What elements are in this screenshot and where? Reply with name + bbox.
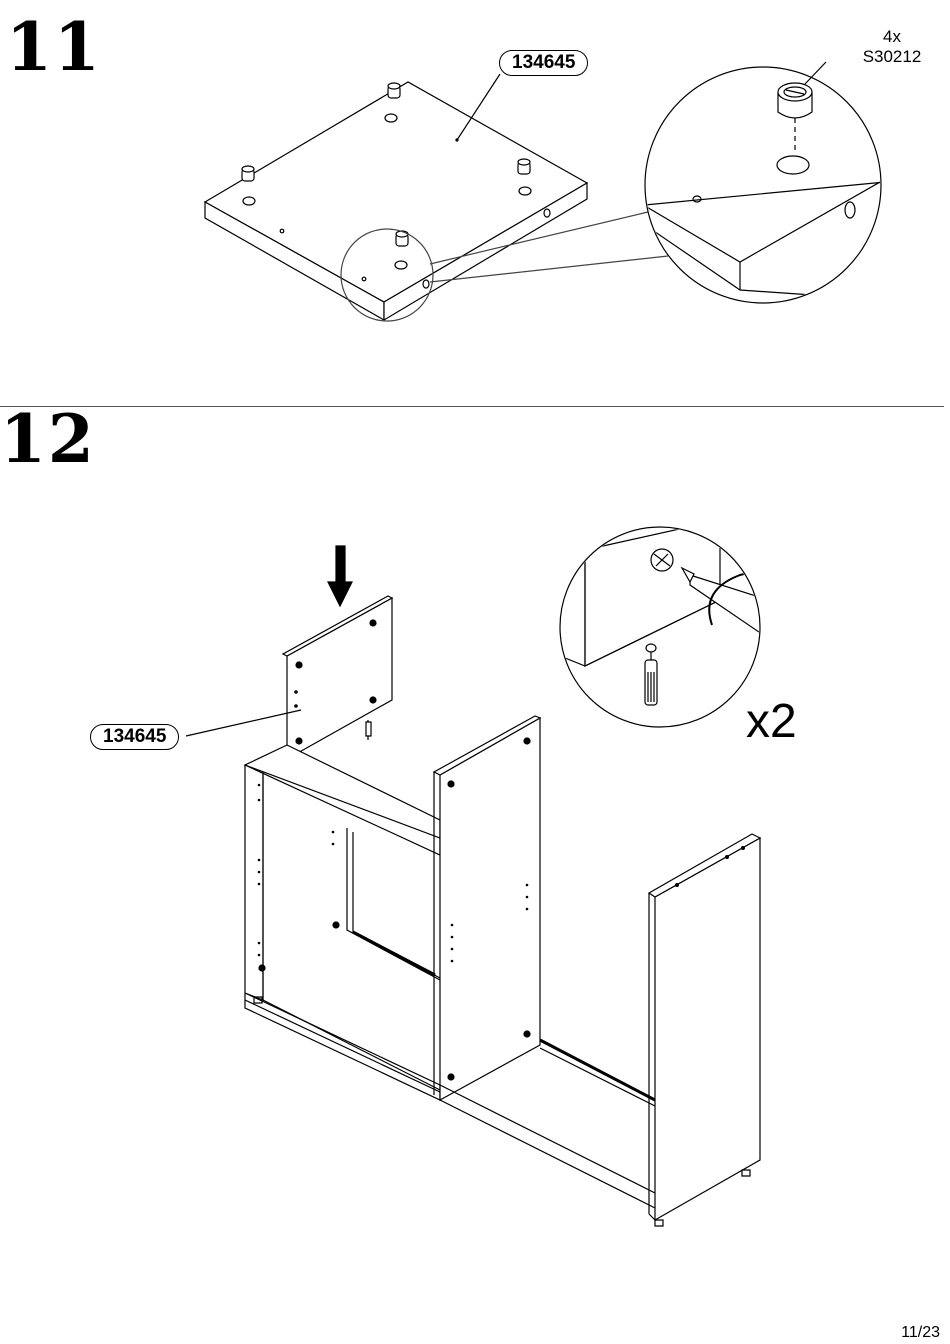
panel-with-cams-illustration <box>205 74 668 321</box>
page-number: 11/23 <box>901 1324 940 1342</box>
cam-lock-zoom-detail <box>645 62 885 303</box>
screw-zoom-detail <box>560 520 823 727</box>
cam-lock-icon <box>518 159 530 174</box>
cam-lock-icon <box>778 83 812 118</box>
cam-lock-icon <box>242 166 254 181</box>
cam-lock-icon <box>388 83 400 98</box>
cam-lock-icon <box>651 549 673 571</box>
arrow-down-icon <box>328 546 352 606</box>
